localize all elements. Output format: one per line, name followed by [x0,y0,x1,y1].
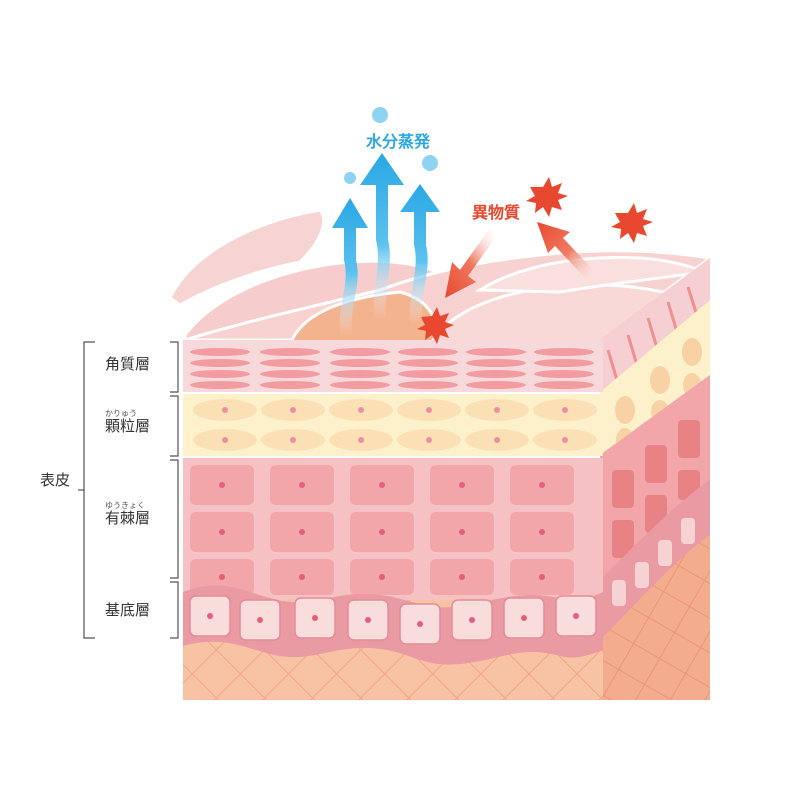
stratum-basale-label: 基底層 [105,601,151,619]
water-evaporation-arrows [332,107,440,335]
epidermis-label: 表皮 [40,471,71,489]
up-arrow-icon [332,198,368,335]
layer-bracket [78,341,179,639]
foreign-substance-arrows [417,177,653,344]
foreign-substance-burst-icon [417,307,454,344]
stratum-granulosum-label: 顆粒層 [105,417,151,435]
foreign-substance-burst-icon [526,177,568,217]
foreign-substance-label: 異物質 [472,203,521,222]
water-evaporation-label: 水分蒸発 [366,132,431,151]
water-droplet-icon [372,107,388,123]
up-arrow-icon [360,153,404,320]
foreign-substance-burst-icon [611,203,653,243]
water-droplet-icon [422,155,438,171]
stratum-granulosum-ruby: かりゅう [105,409,137,418]
stratum-corneum-label: 角質層 [105,355,151,373]
water-droplet-icon [344,172,356,184]
stratum-spinosum-label: 有棘層 [105,509,151,527]
up-arrow-icon [400,184,440,325]
cube-side-face [600,258,710,700]
stratum-spinosum-ruby: ゆうきょく [105,501,145,510]
cube-front-face [183,340,603,700]
